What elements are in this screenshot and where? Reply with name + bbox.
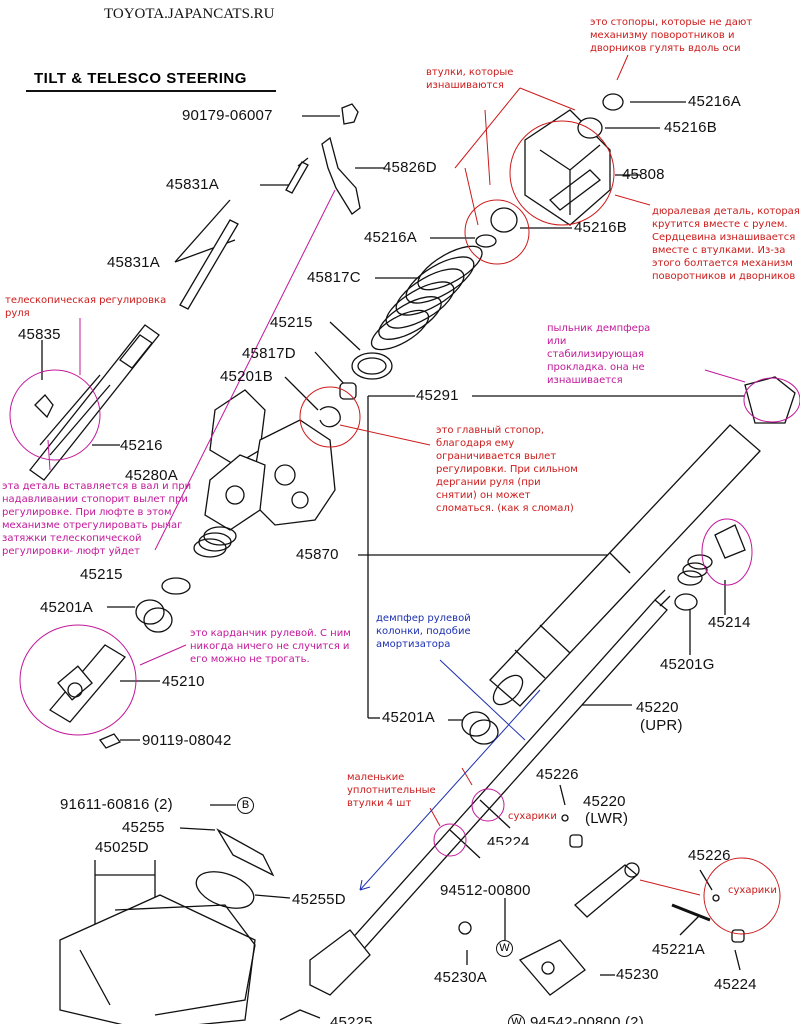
note-shaft-part: эта деталь вставляется в вал и при надав…: [2, 481, 192, 557]
part-label-45225-partial: 45225: [330, 1014, 373, 1024]
note-telescopic: телескопическая регулировка руля: [5, 295, 167, 319]
part-label-45835: 45835: [18, 326, 61, 343]
part-label-45210: 45210: [162, 673, 205, 690]
part-label-45826d: 45826D: [383, 159, 437, 176]
part-tag-lwr: (LWR): [585, 810, 629, 827]
part-label-45808: 45808: [622, 166, 665, 183]
part-label-45230a: 45230A: [434, 969, 487, 986]
part-label-45817c: 45817C: [307, 269, 361, 286]
part-label-45201g: 45201G: [660, 656, 715, 673]
part-label-45216: 45216: [120, 437, 163, 454]
part-label-45201b: 45201B: [220, 368, 273, 385]
part-label-45224-partial: 45224: [487, 834, 530, 851]
part-label-45224: 45224: [714, 976, 757, 993]
part-label-45215-top: 45215: [270, 314, 313, 331]
part-label-45831a-screw: 45831A: [166, 176, 219, 193]
part-label-45220-lwr: 45220: [583, 793, 626, 810]
note-small-bushings: маленькие уплотнительные втулки 4 шт: [347, 772, 436, 809]
washer-marker-w-bottom: W: [508, 1014, 525, 1024]
note-main-stopper: это главный стопор, благодаря ему ограни…: [436, 425, 578, 514]
part-tag-upr: (UPR): [640, 717, 683, 734]
part-label-45280a: 45280A: [125, 467, 178, 484]
part-label-45831a-rod: 45831A: [107, 254, 160, 271]
note-crackers-a: сухарики: [508, 811, 557, 822]
note-stoppers: это стопоры, которые не дают механизму п…: [590, 17, 753, 54]
part-label-45216b-mid: 45216B: [574, 219, 627, 236]
note-damper: демпфер рулевой колонки, подобие амортиз…: [376, 613, 471, 650]
part-label-90119-08042: 90119-08042: [142, 732, 232, 749]
note-cardan: это карданчик рулевой. С ним никогда нич…: [190, 628, 351, 665]
bolt-marker-b: B: [237, 797, 254, 814]
part-label-94542-00800: 94542-00800 (2): [530, 1014, 644, 1024]
note-dural-part: дюралевая деталь, которая крутится вмест…: [652, 206, 800, 282]
part-label-45255: 45255: [122, 819, 165, 836]
part-label-45201a-left: 45201A: [40, 599, 93, 616]
diagram-title: TILT & TELESCO STEERING: [34, 70, 247, 87]
part-label-45201a-mid: 45201A: [382, 709, 435, 726]
site-watermark: TOYOTA.JAPANCATS.RU: [104, 6, 275, 22]
note-dust-boot: пыльник демпфера или стабилизирующая про…: [547, 323, 651, 386]
part-label-45226-a: 45226: [536, 766, 579, 783]
part-label-45870: 45870: [296, 546, 339, 563]
part-label-45216b-top: 45216B: [664, 119, 717, 136]
part-label-45215-low: 45215: [80, 566, 123, 583]
part-label-45216a-top: 45216A: [688, 93, 741, 110]
part-label-45226-b: 45226: [688, 847, 731, 864]
part-label-94512-00800: 94512-00800: [440, 882, 531, 899]
part-label-90179-06007: 90179-06007: [182, 107, 273, 124]
part-label-45220-upr: 45220: [636, 699, 679, 716]
title-underline: [26, 90, 276, 92]
part-label-45230: 45230: [616, 966, 659, 983]
part-label-45216a-mid: 45216A: [364, 229, 417, 246]
part-label-45214: 45214: [708, 614, 751, 631]
part-label-45291: 45291: [416, 387, 459, 404]
part-label-45221a: 45221A: [652, 941, 705, 958]
part-label-45817d: 45817D: [242, 345, 296, 362]
note-bushings: втулки, которые изнашиваются: [426, 67, 514, 91]
washer-marker-w: W: [496, 940, 513, 957]
part-label-91611-60816: 91611-60816 (2): [60, 796, 173, 813]
part-label-45025d: 45025D: [95, 839, 149, 856]
part-label-45255d: 45255D: [292, 891, 346, 908]
note-crackers-b: сухарики: [728, 885, 777, 896]
